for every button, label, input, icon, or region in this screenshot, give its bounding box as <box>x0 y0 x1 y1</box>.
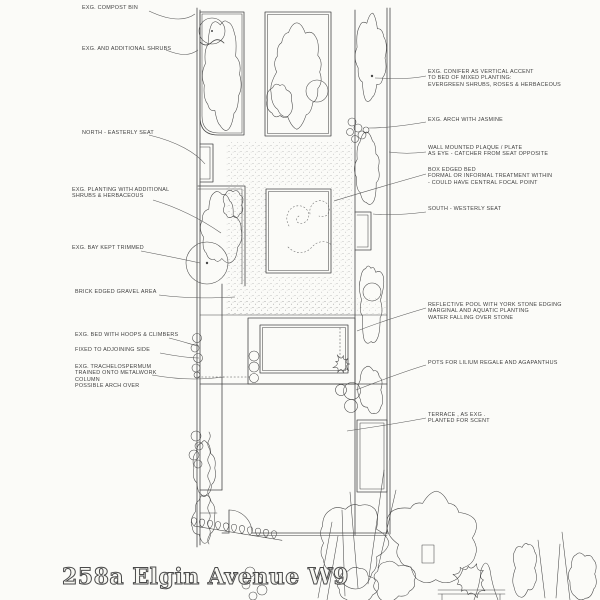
annotation-additional-shrubs: EXG. AND ADDITIONAL SHRUBS <box>82 46 172 52</box>
annotation-box-edged-bed: BOX EDGED BED FORMAL OR INFORMAL TREATME… <box>428 167 553 186</box>
annotation-hoops-climbers: EXG. BED WITH HOOPS & CLIMBERS <box>75 332 179 338</box>
annotation-conifer: EXG. CONIFER AS VERTICAL ACCENT TO BED O… <box>428 69 562 88</box>
gravel-area <box>226 142 353 315</box>
elevation-sketch <box>317 469 571 600</box>
annotation-adjoining-side: FIXED TO ADJOINING SIDE <box>75 347 151 353</box>
pool-and-terrace <box>197 314 388 385</box>
annotation-compost-bin: EXG. COMPOST BIN <box>82 5 139 11</box>
drawing-title: 258a Elgin Avenue W9 <box>62 564 349 591</box>
annotation-pots: POTS FOR LILIUM REGALE AND AGAPANTHUS <box>428 360 558 366</box>
annotation-sw-seat: SOUTH - WESTERLY SEAT <box>428 206 502 212</box>
south-westerly-seat <box>354 211 372 251</box>
annotation-trachelospermum: EXG. TRACHELOSPERMUM TRAINED ONTO METALW… <box>75 364 157 390</box>
house-walls <box>199 419 388 536</box>
annotation-wall-plaque: WALL MOUNTED PLAQUE / PLATE AS EYE - CAT… <box>428 145 549 158</box>
annotation-arch-jasmine: EXG. ARCH WITH JASMINE <box>428 117 503 123</box>
annotation-reflective-pool: REFLECTIVE POOL WITH YORK STONE EDGING M… <box>428 302 562 321</box>
box-edged-bed <box>265 188 333 274</box>
annotation-gravel-area: BRICK EDGED GRAVEL AREA <box>75 289 157 295</box>
planting-clouds <box>185 12 597 600</box>
annotation-terrace: TERRACE , AS EXG . PLANTED FOR SCENT <box>428 412 490 425</box>
top-beds <box>199 9 356 536</box>
north-easterly-seat <box>199 143 214 183</box>
annotation-bay-tree: EXG. BAY KEPT TRIMMED <box>72 245 144 251</box>
annotation-left-planting: EXG. PLANTING WITH ADDITIONAL SHRUBS & H… <box>72 187 170 200</box>
gravel-strip <box>226 298 387 315</box>
annotation-ne-seat: NORTH - EASTERLY SEAT <box>82 130 154 136</box>
leader-lines <box>140 10 427 432</box>
left-planting-bed <box>197 185 246 491</box>
